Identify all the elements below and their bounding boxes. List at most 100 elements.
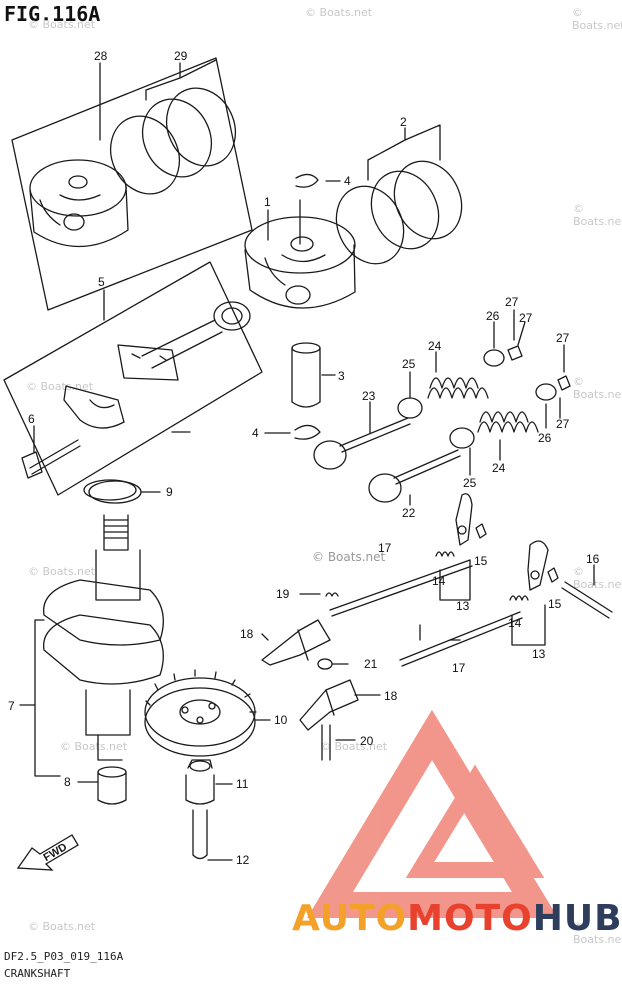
callout-11: 11 (236, 777, 249, 791)
callout-16: 16 (586, 552, 600, 566)
gear (144, 669, 257, 757)
callout-24: 24 (492, 461, 506, 475)
watermark: © Boats.net (60, 740, 128, 753)
valve-23 (313, 401, 411, 470)
watermark: © Boats.net (28, 920, 96, 933)
figure-title: FIG.116A (4, 2, 101, 26)
callout-5: 5 (98, 275, 105, 289)
bearing (97, 771, 127, 805)
watermark: © Boats.net (572, 6, 622, 32)
callout-19: 19 (276, 587, 290, 601)
watermark: © Boats.net (305, 6, 373, 19)
rocker-shaft (329, 559, 473, 617)
spring (325, 592, 339, 597)
collet (507, 345, 523, 361)
brand-part-auto: AUTO (292, 898, 408, 939)
spring-cap (483, 349, 505, 367)
callout-25: 25 (463, 476, 477, 490)
callout-3: 3 (338, 369, 345, 383)
callout-15: 15 (548, 597, 562, 611)
watermark: © Boats.net (573, 920, 622, 946)
callout-14: 14 (432, 574, 446, 588)
callout-20: 20 (360, 734, 374, 748)
callout-1: 1 (264, 195, 271, 209)
valve-22 (368, 449, 461, 506)
callout-18: 18 (384, 689, 398, 703)
valve-spring (427, 351, 489, 399)
callout-27: 27 (556, 331, 570, 345)
callout-17: 17 (452, 661, 466, 675)
watermark: © Boats.net (26, 380, 94, 393)
callout-4: 4 (344, 174, 351, 188)
watermark: © Boats.net (573, 375, 622, 401)
tappet-lever (261, 619, 331, 666)
callout-13: 13 (456, 599, 470, 613)
rocker-spring (435, 551, 455, 557)
watermark: © Boats.net (573, 565, 622, 591)
callout-9: 9 (166, 485, 173, 499)
callout-14: 14 (508, 616, 522, 630)
brand-wordmark: AUTOMOTOHUB (292, 898, 622, 939)
fwd-arrow: FWD (16, 834, 79, 871)
rocker-arm (455, 493, 487, 546)
callout-26: 26 (538, 431, 552, 445)
logo-triangle (307, 709, 559, 918)
valve-retainer (449, 427, 475, 449)
callout-2: 2 (400, 115, 407, 129)
brand-part-moto: MOTO (407, 898, 533, 939)
piston (244, 199, 356, 309)
callout-23: 23 (362, 389, 376, 403)
push-rod (192, 809, 208, 860)
callout-24: 24 (428, 339, 442, 353)
callout-29: 29 (174, 49, 188, 63)
callout-7: 7 (8, 699, 15, 713)
callout-labels: 28 29 2 4 1 5 27 27 26 24 25 3 27 27 26 … (8, 49, 600, 867)
callout-27: 27 (519, 311, 533, 325)
tappet-lever (299, 679, 359, 731)
circlip (295, 173, 319, 188)
pump-driver (185, 759, 215, 805)
crankshaft (43, 479, 164, 761)
fwd-label: FWD (42, 841, 70, 864)
connecting-rod-box (3, 261, 263, 496)
shaft (561, 581, 613, 619)
callout-18: 18 (240, 627, 254, 641)
valve-retainer (397, 397, 423, 419)
washer (317, 658, 333, 670)
rocker-arm (527, 540, 559, 591)
brand-part-hub: HUB (532, 898, 622, 939)
rocker-spring (509, 595, 529, 601)
callout-26: 26 (486, 309, 500, 323)
callout-8: 8 (64, 775, 71, 789)
callout-17: 17 (378, 541, 392, 555)
watermark: © Boats.net (573, 202, 622, 228)
pin (321, 724, 331, 761)
watermark: © Boats.net (312, 550, 386, 564)
valve-spring (477, 411, 539, 461)
piston-rings (335, 160, 463, 265)
callout-21: 21 (364, 657, 378, 671)
callout-27: 27 (505, 295, 519, 309)
piston-kit-box (11, 57, 253, 311)
callout-10: 10 (274, 713, 288, 727)
rocker-shaft (399, 611, 523, 667)
spring-cap (535, 383, 557, 401)
oil-seal (88, 480, 142, 504)
callout-12: 12 (236, 853, 250, 867)
figure-code: DF2.5_P03_019_116A (4, 950, 124, 963)
figure-caption: CRANKSHAFT (4, 967, 71, 980)
callout-4: 4 (252, 426, 259, 440)
piston-pin (291, 342, 336, 408)
callout-25: 25 (402, 357, 416, 371)
callout-15: 15 (474, 554, 488, 568)
watermark: © Boats.net (28, 18, 96, 31)
callout-27: 27 (556, 417, 570, 431)
collet (557, 375, 571, 391)
callout-13: 13 (532, 647, 546, 661)
callout-6: 6 (28, 412, 35, 426)
watermark: © Boats.net (320, 740, 388, 753)
callout-22: 22 (402, 506, 416, 520)
watermark: © Boats.net (28, 565, 96, 578)
